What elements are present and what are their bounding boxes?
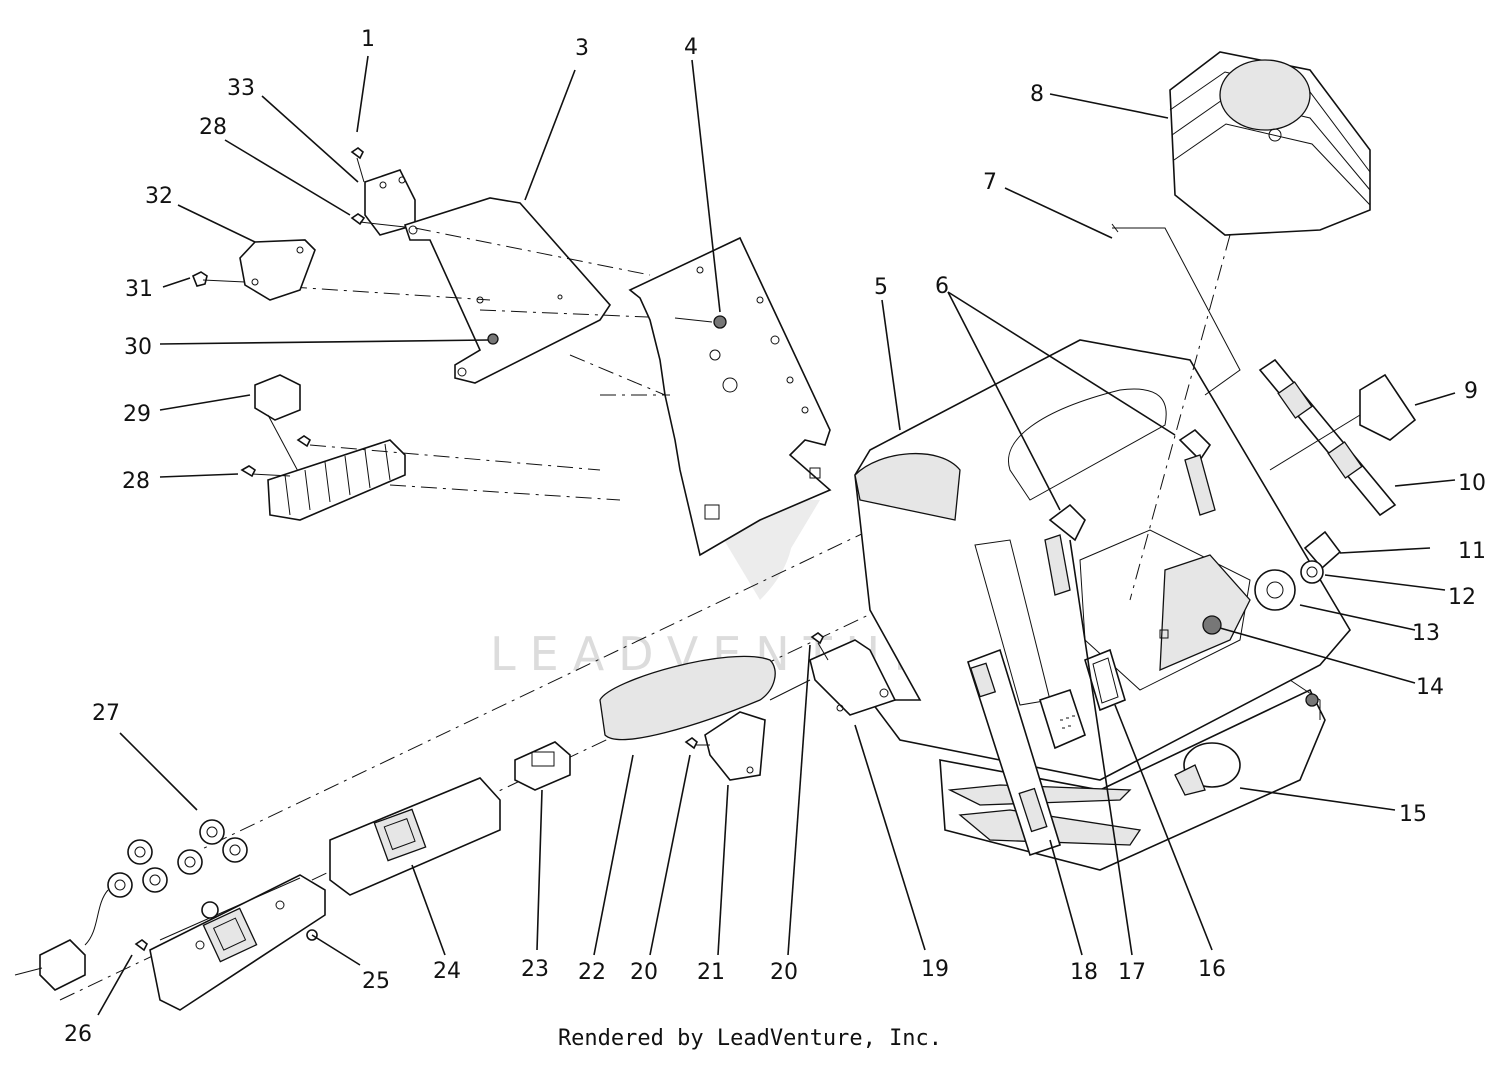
- callout-22: 22: [578, 960, 606, 985]
- callout-5: 5: [874, 275, 888, 300]
- callout-28-b: 28: [122, 469, 150, 494]
- callout-6: 6: [935, 274, 949, 299]
- callout-19: 19: [921, 957, 949, 982]
- callout-14: 14: [1416, 675, 1444, 700]
- callout-20-b: 20: [770, 960, 798, 985]
- callouts: 1 33 3 4 28 32 31 30 29 28 8 7 5 6 9 10 …: [64, 27, 1486, 1047]
- callout-25: 25: [362, 969, 390, 994]
- callout-1: 1: [361, 27, 375, 52]
- part-29-relay: [254, 374, 301, 476]
- callout-30: 30: [124, 335, 152, 360]
- callout-33: 33: [227, 76, 255, 101]
- part-4-panel: [569, 236, 832, 557]
- part-10-strip: [1258, 358, 1397, 517]
- callout-12: 12: [1448, 585, 1476, 610]
- part-15-knob: [1174, 742, 1241, 796]
- callout-17: 17: [1118, 960, 1146, 985]
- leader-lines: [97, 55, 1456, 1016]
- part-24-panel: [329, 777, 501, 896]
- callout-4: 4: [684, 35, 698, 60]
- part-20-screw-b: [684, 737, 710, 750]
- part-25-housing: [149, 874, 326, 1011]
- part-3-plate: [259, 197, 721, 384]
- part-13-washer: [1254, 569, 1296, 611]
- part-16-grommet: [1084, 648, 1126, 712]
- callout-32: 32: [145, 184, 173, 209]
- callout-27: 27: [92, 701, 120, 726]
- part-7-rod: [1111, 223, 1241, 396]
- callout-24: 24: [433, 959, 461, 984]
- harness-connector: [14, 939, 86, 991]
- callout-11: 11: [1458, 539, 1486, 564]
- part-18-bezel: [967, 648, 1061, 857]
- callout-26: 26: [64, 1022, 92, 1047]
- callout-9: 9: [1464, 379, 1478, 404]
- callout-23: 23: [521, 957, 549, 982]
- part-9-switch: [1269, 373, 1417, 471]
- part-12-nut: [1300, 560, 1324, 584]
- part-22-decal: [599, 655, 776, 741]
- part-27-sockets: [84, 819, 248, 946]
- callout-8: 8: [1030, 82, 1044, 107]
- part-8-boot: [1129, 51, 1371, 601]
- callout-15: 15: [1399, 802, 1427, 827]
- callout-28-a: 28: [199, 115, 227, 140]
- part-19-bracket: [809, 639, 897, 716]
- callout-13: 13: [1412, 621, 1440, 646]
- callout-21: 21: [697, 960, 725, 985]
- part-6-levers: [1044, 428, 1216, 596]
- part-26-screw: [134, 939, 149, 952]
- part-21-bracket: [704, 679, 811, 781]
- callout-16: 16: [1198, 957, 1226, 982]
- callout-18: 18: [1070, 960, 1098, 985]
- credit-line: Rendered by LeadVenture, Inc.: [557, 1026, 943, 1051]
- callout-7: 7: [983, 170, 997, 195]
- callout-20-a: 20: [630, 960, 658, 985]
- callout-29: 29: [123, 402, 151, 427]
- part-33-bracket: [350, 147, 416, 236]
- part-17-switch: [1039, 688, 1086, 750]
- part-32-cover: [191, 239, 316, 301]
- part-20-screw-a: [810, 632, 829, 661]
- callout-10: 10: [1458, 471, 1486, 496]
- callout-3: 3: [575, 36, 589, 61]
- part-28-terminal-block: [240, 435, 621, 521]
- callout-31: 31: [125, 277, 153, 302]
- part-23-switch: [514, 741, 571, 791]
